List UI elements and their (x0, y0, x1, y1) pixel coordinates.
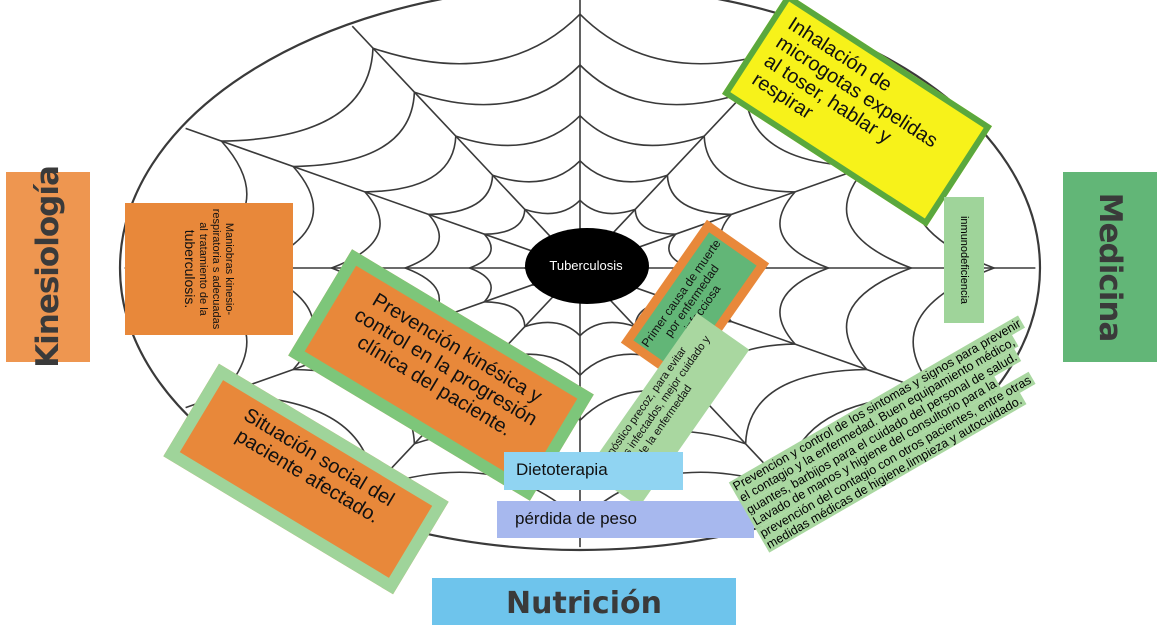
center-label: Tuberculosis (549, 258, 623, 273)
category-nutricion-label: Nutrición (506, 586, 662, 621)
node-maniobras-text: Maniobras kinesio-respiratoria s adecuad… (197, 208, 235, 330)
category-kinesiologia: Kinesiología (6, 166, 90, 368)
category-medicina: Medicina (1063, 172, 1157, 362)
web-ring (402, 159, 758, 377)
node-dietoterapia: Dietoterapia (504, 452, 683, 490)
node-perdida-peso: pérdida de peso (497, 501, 754, 538)
category-kinesiologia-label: Kinesiología (30, 166, 66, 368)
web-spoke (185, 127, 581, 269)
category-medicina-label: Medicina (1092, 192, 1128, 342)
node-perdida-peso-text: pérdida de peso (515, 509, 637, 528)
node-inmunodeficiencia: inmunodeficiencia (944, 197, 984, 323)
node-maniobras: Maniobras kinesio-respiratoria s adecuad… (125, 203, 293, 335)
node-inmunodeficiencia-text: inmunodeficiencia (958, 215, 970, 305)
web-outer-ring (119, 0, 1041, 552)
category-nutricion: Nutrición (432, 578, 736, 625)
web-spoke (351, 25, 581, 269)
web-ring (467, 199, 693, 337)
web-ring (329, 114, 831, 422)
center-node (525, 228, 649, 304)
node-maniobras-emphasis: tuberculosis. (182, 229, 198, 309)
node-dietoterapia-text: Dietoterapia (516, 460, 608, 479)
